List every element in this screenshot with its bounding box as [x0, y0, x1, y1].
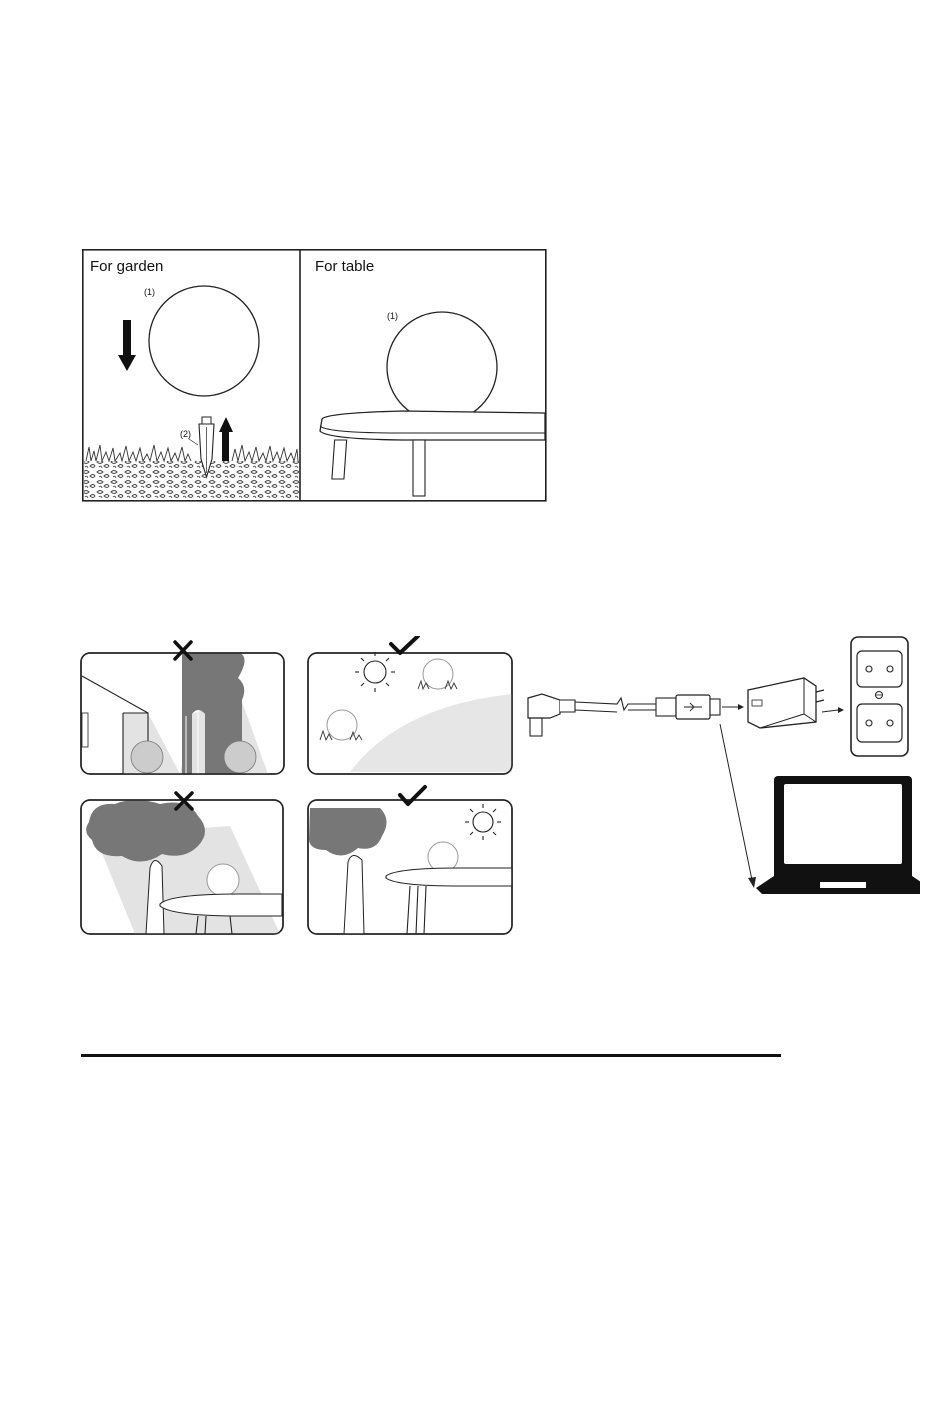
garden-panel-title: For garden — [90, 258, 163, 275]
usb-wall-adapter — [748, 678, 824, 728]
cable — [575, 698, 656, 712]
charging-illustration — [520, 632, 920, 902]
table-panel-title: For table — [315, 258, 374, 275]
arrow-right-icon — [822, 707, 844, 713]
placement-panel-tree-shade — [81, 800, 283, 934]
wall-socket — [851, 637, 908, 756]
dc-plug — [528, 694, 575, 736]
table-leg-right — [413, 440, 425, 496]
table-globe-callout: (1) — [387, 311, 398, 321]
table-top — [320, 411, 545, 440]
charging-figure — [520, 632, 920, 902]
table-leg-left — [332, 440, 347, 479]
usb-plug — [656, 695, 720, 719]
placement-figures — [80, 636, 516, 936]
arrow-right-icon — [722, 704, 744, 710]
stake-callout: (2) — [180, 429, 191, 439]
garden-globe-callout: (1) — [144, 287, 155, 297]
mounting-figure: For garden (1) (2) For table (1) — [82, 249, 547, 502]
gravel-ground — [84, 461, 299, 500]
placement-panel-open-sun — [308, 652, 512, 774]
footer-rule — [81, 1054, 781, 1057]
placement-panel-building-shade — [81, 653, 284, 774]
laptop-icon — [756, 776, 920, 894]
placement-panel-table-sun — [308, 800, 512, 934]
arrow-down-right-icon — [720, 724, 756, 888]
garden-globe — [149, 286, 259, 396]
check-mark-icon — [391, 636, 418, 653]
placement-illustration — [80, 636, 516, 936]
table-globe — [387, 312, 497, 422]
